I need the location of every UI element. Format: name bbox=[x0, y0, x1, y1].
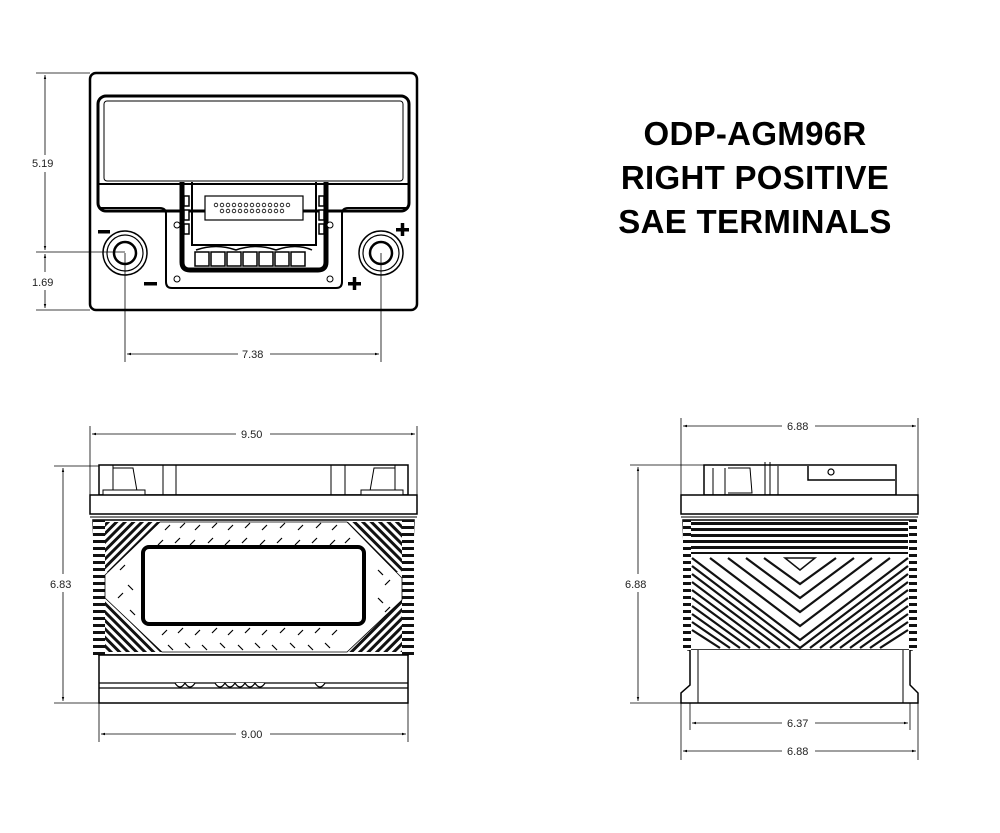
model-name: ODP-AGM96R bbox=[643, 115, 867, 152]
side-view: 6.88 6.88 6.37 6.88 bbox=[625, 418, 919, 760]
dim-side-base-width: 6.88 bbox=[787, 746, 808, 758]
chevron-rib-pattern bbox=[691, 557, 909, 650]
dim-front-top-width: 9.50 bbox=[241, 429, 262, 441]
horizontal-ribs bbox=[690, 522, 908, 554]
minus-icon bbox=[144, 282, 157, 286]
vent-plate bbox=[204, 195, 304, 221]
vent-cap-icon bbox=[827, 468, 835, 476]
dim-front-base-width: 9.00 bbox=[241, 729, 262, 741]
dim-side-height: 6.88 bbox=[625, 579, 646, 591]
top-label-window bbox=[103, 100, 404, 182]
terminal-type: SAE TERMINALS bbox=[618, 203, 892, 240]
front-label-window bbox=[141, 545, 366, 626]
terminal-orientation: RIGHT POSITIVE bbox=[620, 159, 890, 196]
dim-top-height: 5.19 bbox=[32, 158, 53, 170]
top-view: 5.19 1.69 7.38 bbox=[32, 71, 419, 362]
front-view: 9.50 6.83 9.00 bbox=[50, 426, 418, 742]
dim-front-height: 6.83 bbox=[50, 579, 71, 591]
minus-icon bbox=[98, 230, 110, 234]
dim-terminal-spacing: 7.38 bbox=[242, 349, 263, 361]
dim-terminal-offset: 1.69 bbox=[32, 277, 53, 289]
dim-side-top-width: 6.88 bbox=[787, 421, 808, 433]
dim-side-inner-base-width: 6.37 bbox=[787, 718, 808, 730]
diamond-tread-pattern bbox=[117, 522, 391, 651]
model-title-block: ODP-AGM96R RIGHT POSITIVE SAE TERMINALS bbox=[590, 112, 920, 244]
plus-icon bbox=[348, 277, 361, 290]
plus-icon bbox=[396, 223, 409, 236]
vent-holes bbox=[213, 202, 291, 214]
